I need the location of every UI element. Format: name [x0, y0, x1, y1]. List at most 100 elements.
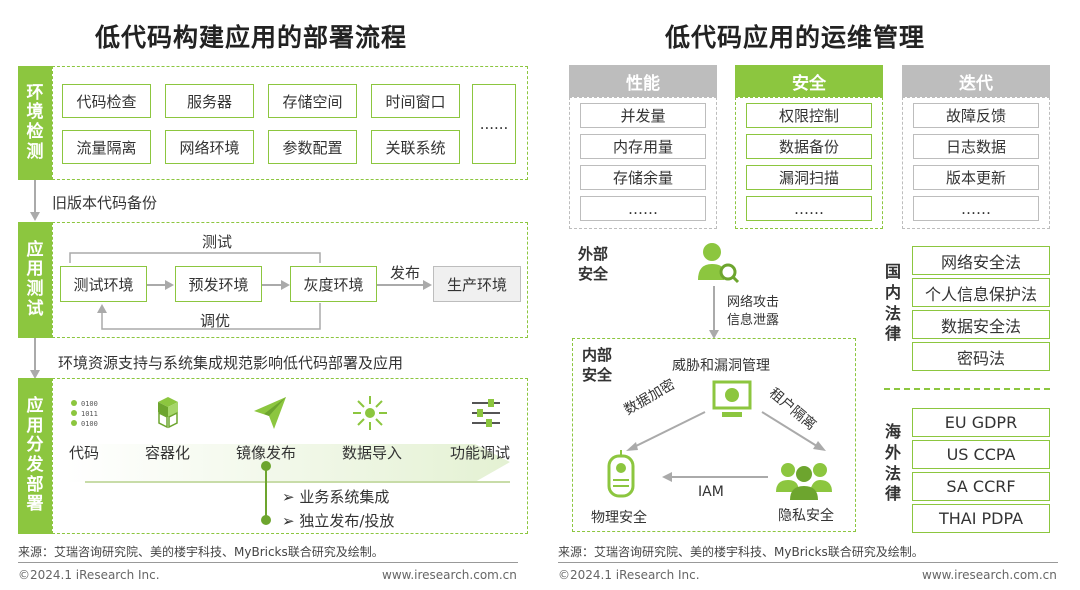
iter-item: 版本更新	[913, 165, 1039, 190]
people-group-icon	[776, 463, 832, 500]
perf-item: 内存用量	[580, 134, 706, 159]
deploy-step-label: 数据导入	[342, 444, 403, 462]
overseas-law-item: US CCPA	[912, 440, 1050, 469]
column-header-iteration: 迭代	[902, 65, 1050, 97]
right-footer-divider	[558, 562, 1058, 563]
robot-safe-icon	[607, 450, 635, 498]
overseas-law-item: SA CCRF	[912, 472, 1050, 501]
sec-item: ……	[746, 196, 872, 221]
privacy-security-label: 隐私安全	[778, 508, 834, 524]
test-flow-lines	[69, 252, 432, 330]
env-check-panel	[52, 66, 528, 180]
stage-box: 灰度环境	[290, 266, 377, 302]
down-arrow-icon	[30, 180, 40, 221]
env-item: 参数配置	[268, 130, 357, 164]
deploy-step-label: 镜像发布	[236, 444, 297, 462]
svg-text:0100: 0100	[81, 420, 98, 428]
deploy-bullet-text: 独立发布/投放	[299, 512, 395, 530]
env-item: 网络环境	[165, 130, 254, 164]
law-divider	[884, 388, 1050, 390]
perf-item: ……	[580, 196, 706, 221]
overseas-law-item: EU GDPR	[912, 408, 1050, 437]
release-label: 发布	[390, 264, 421, 282]
iter-item: 故障反馈	[913, 103, 1039, 128]
tune-label: 调优	[200, 312, 231, 330]
env-item: 时间窗口	[371, 84, 460, 118]
data-import-icon	[353, 396, 387, 430]
perf-item: 并发量	[580, 103, 706, 128]
test-label: 测试	[202, 233, 233, 251]
deploy-bullet: ➢ 业务系统集成	[282, 488, 390, 506]
production-env-box: 生产环境	[433, 266, 521, 302]
left-source: 来源：艾瑞咨询研究院、美的楼宇科技、MyBricks联合研究及绘制。	[18, 545, 384, 559]
overseas-law-item: THAI PDPA	[912, 504, 1050, 533]
sec-item: 权限控制	[746, 103, 872, 128]
attack-label: 网络攻击信息泄露	[727, 295, 780, 328]
env-item: 关联系统	[371, 130, 460, 164]
column-panel	[735, 97, 883, 229]
right-title: 低代码应用的运维管理	[665, 23, 926, 52]
deploy-bullet: ➢ 独立发布/投放	[282, 512, 395, 530]
domestic-law-label: 国内法律	[884, 262, 901, 344]
left-footer-divider	[18, 562, 518, 563]
physical-security-label: 物理安全	[591, 510, 647, 526]
down-arrow-icon	[30, 338, 40, 379]
domestic-law-item: 数据安全法	[912, 310, 1050, 339]
svg-text:0100: 0100	[81, 400, 98, 408]
threat-mgmt-label: 威胁和漏洞管理	[672, 358, 770, 374]
right-copyright: ©2024.1 iResearch Inc.	[558, 568, 700, 582]
left-title: 低代码构建应用的部署流程	[95, 23, 408, 52]
svg-text:1011: 1011	[81, 410, 98, 418]
right-source: 来源：艾瑞咨询研究院、美的楼宇科技、MyBricks联合研究及绘制。	[558, 545, 924, 559]
env-item: 代码检查	[62, 84, 151, 118]
external-security-label: 外部安全	[578, 245, 609, 283]
isolation-arrow	[761, 411, 826, 451]
backup-note: 旧版本代码备份	[52, 194, 158, 212]
iter-item: 日志数据	[913, 134, 1039, 159]
deploy-step-label: 容器化	[145, 444, 191, 462]
app-test-panel	[52, 222, 528, 338]
down-arrow-icon	[709, 286, 719, 339]
encryption-arrow	[626, 411, 706, 451]
env-item-more: ......	[472, 84, 516, 164]
binary-code-icon: 0100 1011 0100	[71, 400, 98, 428]
domestic-law-item: 网络安全法	[912, 246, 1050, 275]
domestic-law-item: 个人信息保护法	[912, 278, 1050, 307]
sec-item: 漏洞扫描	[746, 165, 872, 190]
stage-box: 测试环境	[60, 266, 147, 302]
iter-item: ……	[913, 196, 1039, 221]
deploy-timeline	[65, 444, 510, 483]
deploy-step-label: 代码	[69, 444, 100, 462]
env-item: 存储空间	[268, 84, 357, 118]
column-panel	[902, 97, 1050, 229]
env-item: 流量隔离	[62, 130, 151, 164]
deploy-step-label: 功能调试	[450, 444, 511, 462]
right-website: www.iresearch.com.cn	[922, 568, 1057, 582]
paper-plane-icon	[254, 397, 286, 429]
overseas-law-label: 海外法律	[884, 422, 901, 504]
monitor-shield-icon	[712, 380, 752, 417]
sec-item: 数据备份	[746, 134, 872, 159]
app-test-label: 应用测试	[18, 222, 52, 338]
iam-label: IAM	[698, 484, 724, 500]
container-cubes-icon	[158, 397, 178, 429]
column-header-security: 安全	[735, 65, 883, 97]
internal-security-panel	[572, 338, 856, 532]
stage-box: 预发环境	[175, 266, 262, 302]
left-website: www.iresearch.com.cn	[382, 568, 517, 582]
iam-arrow	[662, 472, 768, 482]
internal-security-label: 内部安全	[582, 346, 613, 384]
deploy-label: 应用分发部署	[18, 378, 52, 534]
user-search-icon	[698, 243, 740, 284]
support-note: 环境资源支持与系统集成规范影响低代码部署及应用	[58, 354, 404, 372]
deploy-bullet-text: 业务系统集成	[299, 488, 390, 506]
domestic-law-item: 密码法	[912, 342, 1050, 371]
env-item: 服务器	[165, 84, 254, 118]
env-check-label: 环境检测	[18, 66, 52, 180]
column-panel	[569, 97, 717, 229]
sliders-icon	[472, 399, 500, 427]
left-copyright: ©2024.1 iResearch Inc.	[18, 568, 160, 582]
column-header-performance: 性能	[569, 65, 717, 97]
deploy-panel	[52, 378, 528, 534]
perf-item: 存储余量	[580, 165, 706, 190]
